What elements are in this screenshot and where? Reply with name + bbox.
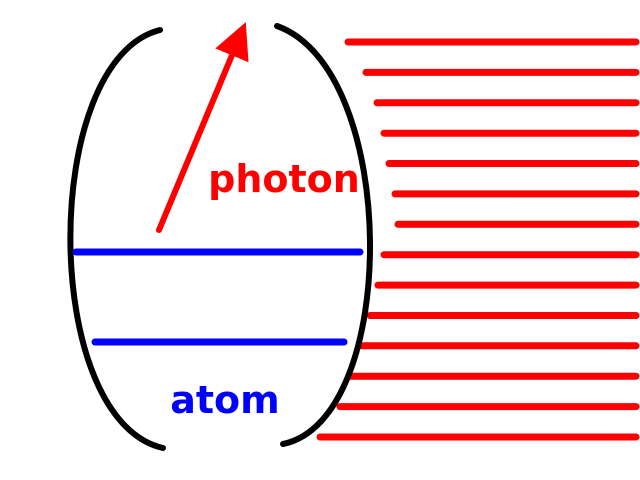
cavity-right-bracket xyxy=(274,23,373,447)
photon-label: photon xyxy=(208,157,360,201)
photon-arrow xyxy=(156,22,249,233)
atom-label: atom xyxy=(170,378,280,422)
cavity-left-bracket xyxy=(67,27,166,451)
incoming-light-lines xyxy=(316,38,640,441)
